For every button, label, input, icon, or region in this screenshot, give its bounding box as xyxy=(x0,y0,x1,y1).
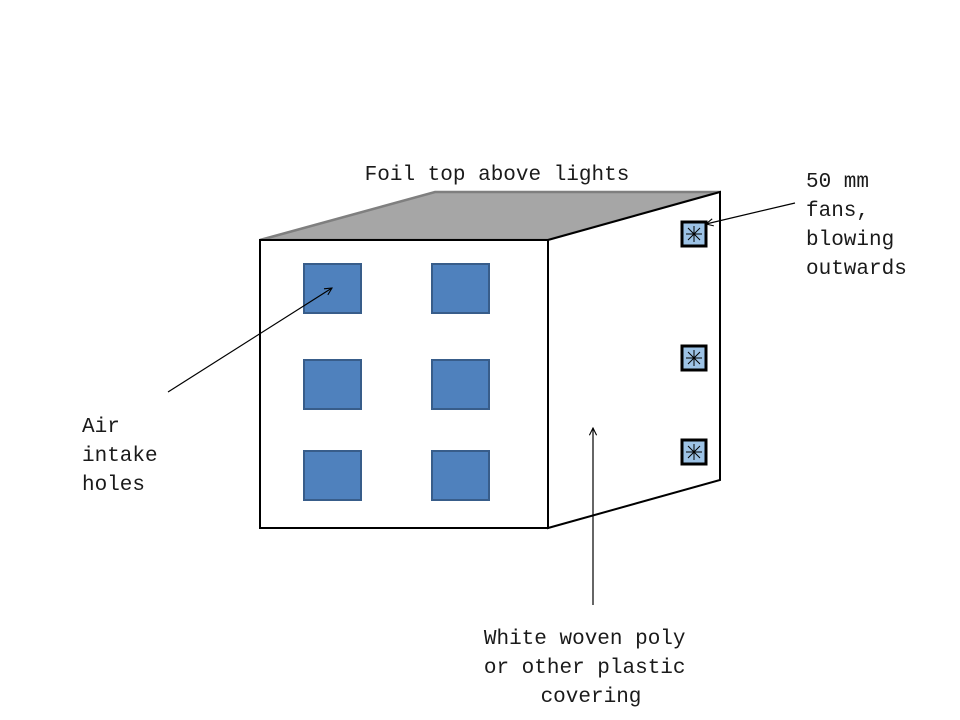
intake-hole xyxy=(303,450,362,501)
intake-holes xyxy=(303,263,490,501)
intake-hole xyxy=(431,263,490,314)
fan-icon xyxy=(680,438,708,466)
fan-icon xyxy=(680,344,708,372)
intake-hole xyxy=(431,450,490,501)
fan-icon xyxy=(680,220,708,248)
fan-arrow xyxy=(706,202,796,224)
intake-hole xyxy=(303,263,362,314)
intake-label: Air intake holes xyxy=(82,416,170,497)
fans-label: 50 mm fans, blowing outwards xyxy=(806,171,907,281)
top-label: Foil top above lights xyxy=(365,164,630,187)
intake-hole xyxy=(431,359,490,410)
intake-arrow xyxy=(167,288,332,393)
covering-label: White woven poly or other plastic coveri… xyxy=(484,628,698,709)
intake-hole xyxy=(303,359,362,410)
